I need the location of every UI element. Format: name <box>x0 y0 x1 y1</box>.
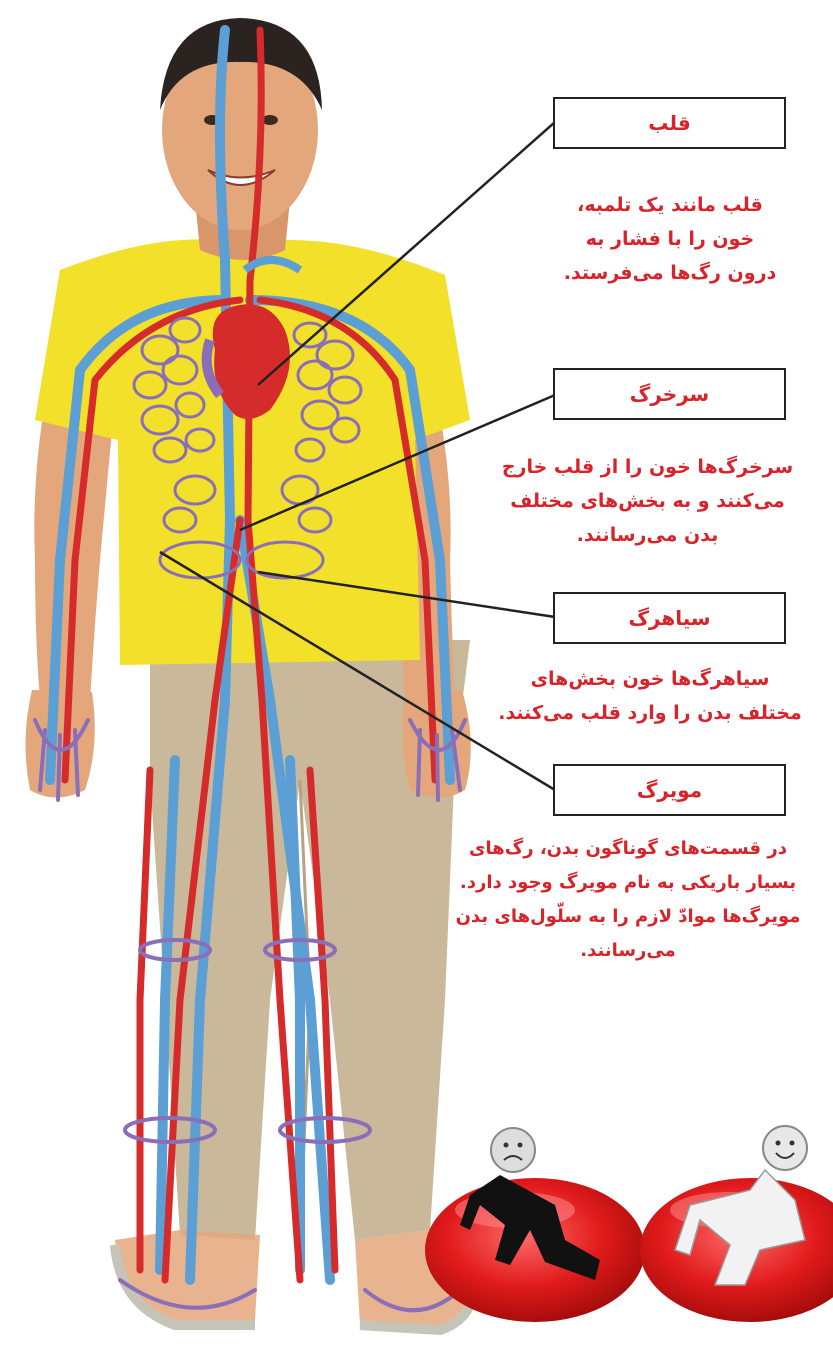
capillary-description: در قسمت‌های گوناگون بدن، رگ‌های بسیار با… <box>428 832 828 968</box>
heart-desc-line: خون را با فشار به <box>520 222 820 256</box>
heart-label: قلب <box>553 97 786 149</box>
artery-desc-line: سرخرگ‌ها خون را از قلب خارج <box>465 450 830 484</box>
boy-figure <box>25 18 474 1330</box>
artery-label: سرخرگ <box>553 368 786 420</box>
artery-desc-line: بدن می‌رسانند. <box>465 518 830 552</box>
vein-description: سیاهرگ‌ها خون بخش‌های مختلف بدن را وارد … <box>470 662 830 730</box>
artery-desc-line: می‌کنند و به بخش‌های مختلف <box>465 484 830 518</box>
capillary-desc-line: در قسمت‌های گوناگون بدن، رگ‌های <box>428 832 828 866</box>
capillary-label: مویرگ <box>553 764 786 816</box>
capillary-desc-line: مویرگ‌ها موادّ لازم را به سلّول‌های بدن <box>428 900 828 934</box>
capillary-desc-line: می‌رسانند. <box>428 934 828 968</box>
heart-desc-line: قلب مانند یک تلمبه، <box>520 188 820 222</box>
blood-cell-happy <box>640 1126 833 1322</box>
vein-desc-line: مختلف بدن را وارد قلب می‌کنند. <box>470 696 830 730</box>
vein-label: سیاهرگ <box>553 592 786 644</box>
vein-desc-line: سیاهرگ‌ها خون بخش‌های <box>470 662 830 696</box>
artery-description: سرخرگ‌ها خون را از قلب خارج می‌کنند و به… <box>465 450 830 552</box>
blood-cell-sad <box>425 1128 645 1322</box>
heart-desc-line: درون رگ‌ها می‌فرستد. <box>520 256 820 290</box>
capillary-desc-line: بسیار باریکی به نام مویرگ وجود دارد. <box>428 866 828 900</box>
heart-description: قلب مانند یک تلمبه، خون را با فشار به در… <box>520 188 820 290</box>
